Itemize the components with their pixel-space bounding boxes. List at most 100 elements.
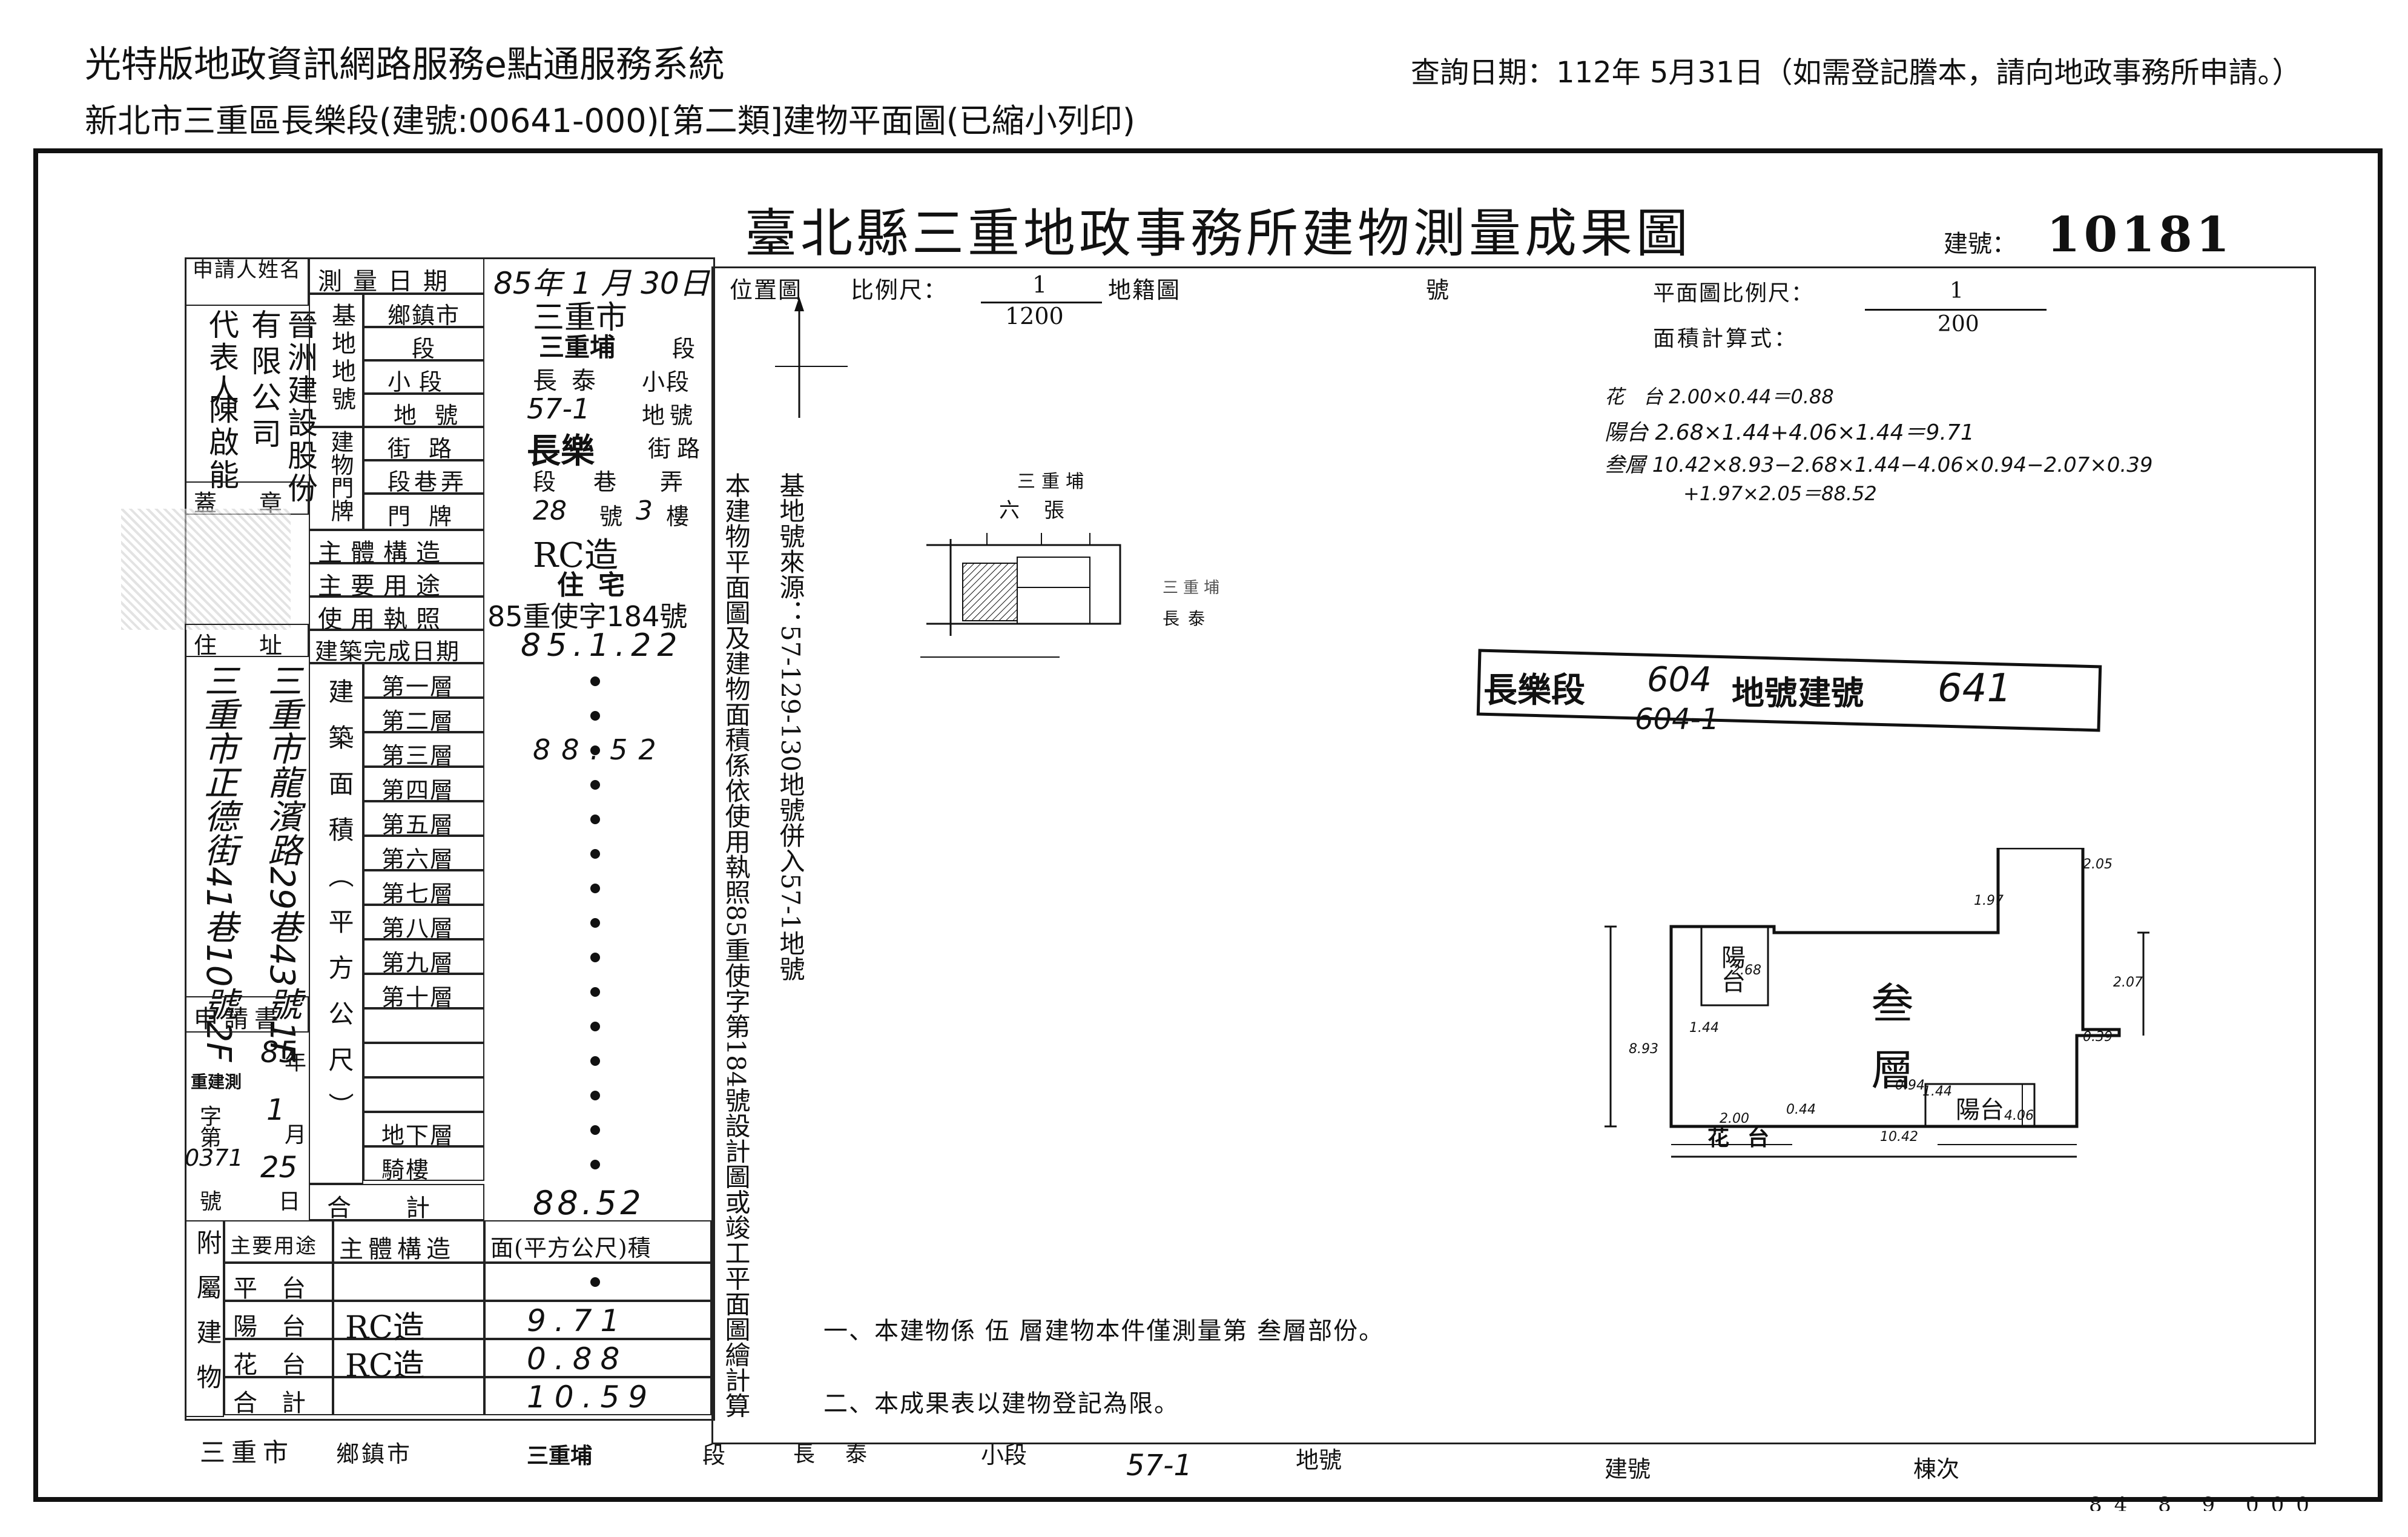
attached-header-2	[333, 1220, 484, 1263]
bl-row-2	[363, 327, 484, 360]
door-floor: 3	[636, 495, 653, 526]
floor-label: 叁層	[1864, 981, 1914, 1114]
floors-total-label: 合計	[327, 1194, 484, 1222]
bldg-no: 10181	[2047, 206, 2234, 263]
map-right-label-1: 長泰	[1163, 609, 1214, 629]
floor-row-name-cell	[363, 767, 484, 801]
bl-sec-label: 段	[412, 335, 439, 362]
attached-use: 花台	[233, 1351, 330, 1379]
bl-land-value: 57-1	[527, 392, 590, 425]
plan-dim-label: 2.68	[1732, 963, 1761, 978]
footer-city: 三重市	[200, 1438, 295, 1467]
floor-row-dot	[590, 849, 600, 859]
footer-cut: 84 8 9 000	[2089, 1493, 2321, 1511]
structure-label: 主體構造	[318, 539, 449, 567]
floor-row-name-cell	[363, 905, 484, 939]
map-right-label-2: 三重埔	[1163, 579, 1225, 597]
floor-row-dot	[590, 987, 600, 997]
floor-row-dot	[590, 1125, 600, 1135]
attached-cell	[333, 1377, 484, 1415]
app-year: 85	[260, 1036, 298, 1069]
attached-header-3	[484, 1220, 711, 1263]
floor-row-name-cell	[363, 1146, 484, 1181]
applicant-name-1: 晉洲建設股份	[283, 309, 318, 505]
map-sub-label: 六張	[999, 498, 1089, 523]
floor-row-name: 第一層	[381, 673, 455, 700]
bl-town-label: 鄉鎮市	[388, 302, 461, 329]
stamp-section: 長樂段	[1483, 670, 1585, 710]
use-value: 住宅	[557, 570, 639, 601]
footer-land-no: 57-1	[1126, 1449, 1192, 1482]
survey-date-label-cell	[309, 257, 484, 294]
floors-side-label: 建築面積（平方公尺）	[325, 678, 354, 1139]
attached-cell	[484, 1339, 711, 1377]
location-scale-label: 比例尺：	[851, 277, 948, 303]
attached-h-struct: 主體構造	[339, 1235, 455, 1263]
door-row-2	[363, 460, 484, 494]
attached-header-1	[224, 1220, 333, 1263]
bl-subsec-value: 長泰	[533, 367, 610, 395]
location-scale-den: 1200	[1005, 303, 1064, 329]
door-row-1	[363, 427, 484, 460]
cadastral-label: 地籍圖	[1108, 277, 1181, 303]
floor-row-dot	[590, 918, 600, 928]
use-label: 主要用途	[318, 572, 449, 600]
floor-row-value: 88.52	[533, 733, 667, 766]
door-no: 28	[533, 495, 567, 526]
door-street-row-label: 街路	[388, 435, 470, 462]
survey-date-label: 測量日期	[318, 268, 458, 296]
footer-subsection: 長泰	[793, 1442, 898, 1467]
location-frame	[711, 266, 2316, 1444]
app-month-unit: 月	[285, 1123, 311, 1148]
footer-land-label: 地號	[1296, 1447, 1342, 1473]
app-word: 重建測	[191, 1072, 242, 1092]
plan-dim-label: 10.42	[1880, 1129, 1918, 1145]
door-lane-row-label: 段巷弄	[388, 469, 468, 495]
vertical-note-2: 基地號來源：57-129-130地號併入57-1地號	[776, 472, 805, 982]
floor-row-dot	[590, 815, 600, 824]
note-2: 二、本成果表以建物登記為限。	[823, 1390, 1179, 1418]
applicant-name-2: 有限公司	[246, 309, 282, 454]
door-label: 建物門牌	[327, 430, 354, 522]
app-year-unit: 年	[285, 1050, 311, 1075]
applicant-name-label-cell	[185, 257, 309, 306]
stamp-below: 604-1	[1635, 702, 1720, 736]
attached-label-cell	[185, 1220, 224, 1417]
completion-value: 85.1.22	[521, 627, 684, 664]
attached-cell	[224, 1339, 333, 1377]
door-lane-1: 段	[533, 469, 560, 495]
attached-structure: RC造	[345, 1348, 424, 1384]
balcony-label-1: 陽台	[1717, 945, 1745, 993]
door-lane-2: 巷	[593, 469, 621, 495]
floor-row-name-cell	[363, 801, 484, 836]
app-word-unit: 字	[200, 1105, 226, 1129]
footer-section-label: 段	[702, 1442, 726, 1469]
location-scale-num: 1	[1032, 271, 1047, 298]
plan-scale-den: 200	[1938, 312, 1979, 337]
vertical-note-1: 本建物平面圖及建物面積係依使用執照85重使字第184號設計圖或竣工平面圖繪計算	[721, 472, 751, 1418]
floor-row-dot	[590, 1160, 600, 1169]
floor-row-dot	[590, 1091, 600, 1100]
floor-row-name-cell	[363, 663, 484, 698]
completion-row	[309, 630, 484, 663]
floor-row-name: 第九層	[381, 950, 455, 976]
attached-h-area: 面(平方公尺)積	[490, 1235, 651, 1261]
attached-use: 平台	[233, 1275, 330, 1303]
plan-dim-label: 2.00	[1720, 1111, 1749, 1126]
floor-row-name-cell	[363, 1043, 484, 1077]
seal-stamp	[121, 509, 291, 630]
address-label-cell	[185, 624, 309, 657]
plan-dim-label: 0.94	[1895, 1078, 1925, 1093]
applicant-name-label: 申請人姓名	[193, 258, 302, 282]
attached-cell	[484, 1263, 711, 1301]
floor-row-name-cell	[363, 974, 484, 1008]
floor-row-name: 第六層	[381, 846, 455, 873]
location-label: 位置圖	[730, 277, 803, 303]
floor-row-name-cell	[363, 1077, 484, 1112]
page-subtitle: 新北市三重區長樂段(建號:00641-000)[第二類]建物平面圖(已縮小列印)	[85, 102, 1135, 140]
permit-label: 使用執照	[318, 606, 449, 633]
use-row	[309, 563, 484, 597]
floor-row-dot	[590, 711, 600, 721]
floor-row-name-cell	[363, 698, 484, 732]
document-frame	[33, 148, 2383, 1502]
